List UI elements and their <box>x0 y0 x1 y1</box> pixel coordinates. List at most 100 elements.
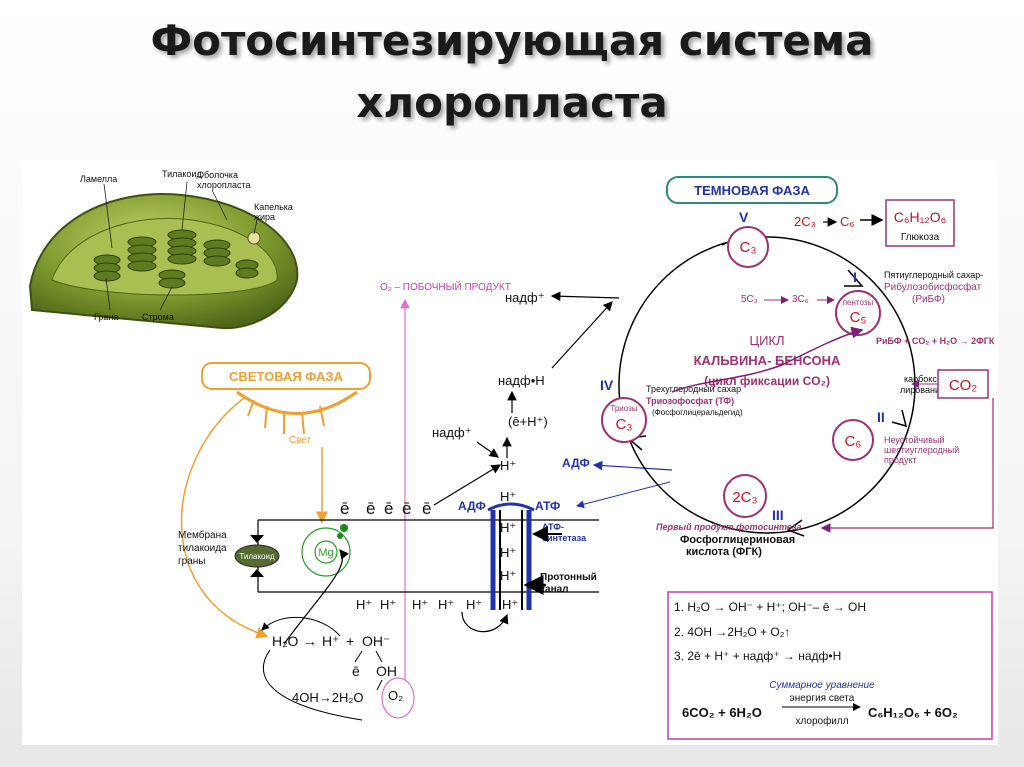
roman-iii: III <box>772 507 784 523</box>
three-c6: 3C₆ <box>792 294 809 305</box>
photosynthesis-diagram: Ламелла Тилакоид Оболочка хлоропласта Ка… <box>28 169 995 740</box>
proton-channel-1: Протонный <box>540 572 597 583</box>
water-hplus: H⁺ <box>322 633 340 649</box>
cycle-label-1: ЦИКЛ <box>749 333 784 348</box>
node-c3-left-label: C₃ <box>616 416 633 433</box>
node-c6 <box>832 419 874 461</box>
roman-v: V <box>739 209 749 225</box>
hplus-channel-2: H⁺ <box>500 545 516 560</box>
pgk-text-1: Первый продукт фотосинтеза <box>656 522 802 532</box>
roman-ii: II <box>877 409 885 425</box>
ribf-text-3: (РиБФ) <box>912 294 945 305</box>
thylakoid-membrane: Мембрана тилакоида граны Тилакоид Mg <box>178 519 599 593</box>
atp-synthase-2: синтетаза <box>542 533 587 543</box>
atp-synthase-1: АТФ- <box>542 522 564 532</box>
tf-text-3: (Фосфоглицеральдегид) <box>652 408 743 417</box>
chlorophyll-outer <box>301 527 351 577</box>
chlorophyll-label: хлорофилл <box>795 715 848 727</box>
chloroplast-illustration: Ламелла Тилакоид Оболочка хлоропласта Ка… <box>28 169 299 330</box>
light-label: Свет <box>289 435 312 446</box>
glucose-label: Глюкоза <box>901 232 940 243</box>
roman-iv: IV <box>600 377 614 393</box>
light-phase: СВЕТОВАЯ ФАЗА Свет <box>180 362 371 639</box>
electron-proton-pair: (ē+H⁺) <box>508 414 548 429</box>
twoc3-to-c6: 2C₃ <box>794 214 816 229</box>
electron-5: ē <box>422 499 431 518</box>
label-lamella: Ламелла <box>80 174 117 184</box>
hplus-top-channel: H⁺ <box>500 489 516 504</box>
o2-byproduct: O₂ – ПОБОЧНЫЙ ПРОДУКТ <box>380 280 511 680</box>
node-c6-label: C₆ <box>845 433 862 450</box>
atp-synthase: H⁺ H⁺ H⁺ H⁺ АДФ АТФ АТФ- синтетаза Прото… <box>458 489 597 610</box>
node-c3-top <box>727 226 769 268</box>
tf-text-1: Трехуглеродный сахар <box>646 384 741 394</box>
hplus-channel-3: H⁺ <box>500 568 516 583</box>
hplus-row-1: H⁺ <box>356 597 372 612</box>
node-c3-top-label: C₃ <box>740 239 757 256</box>
node-2c3 <box>723 474 767 518</box>
hplus-row-3: H⁺ <box>412 597 428 612</box>
electron-1: ē <box>340 499 349 518</box>
h2o-label: H₂O <box>272 633 299 649</box>
label-envelope-2: хлоропласта <box>197 180 251 190</box>
electron-3: ē <box>384 499 393 518</box>
equations-box: 1. H₂O → OH⁻ + H⁺; OH⁻– ē → OH 2. 4OH →2… <box>667 591 993 740</box>
water-electron: ē <box>352 663 360 679</box>
summary-left: 6CO₂ + 6H₂O <box>682 705 762 720</box>
hplus-row: H⁺ H⁺ H⁺ H⁺ H⁺ H⁺ <box>356 597 518 612</box>
hplus-row-4: H⁺ <box>438 597 454 612</box>
title-line-1: Фотосинтезирующая система <box>150 16 874 65</box>
membrane-label-2: тилакоида <box>178 543 227 554</box>
ribf-text-1: Пятиуглеродный сахар- <box>884 270 983 280</box>
equation-2: 2. 4OH →2H₂O + O₂↑ <box>674 625 790 639</box>
label-envelope-1: Оболочка <box>197 170 238 180</box>
hplus-row-2: H⁺ <box>380 597 396 612</box>
slide-title: Фотосинтезирующая система хлоропласта <box>0 10 1024 134</box>
dark-phase: ТЕМНОВАЯ ФАЗА V C₃ 2C₃ C₆ C₆H₁₂O₆ Глюкоз… <box>600 176 995 558</box>
sun-icon <box>236 390 358 415</box>
nadp-plus-top: надф⁺ <box>505 290 545 305</box>
hplus-channel-1: H⁺ <box>500 520 516 535</box>
adf-label-left: АДФ <box>562 456 590 470</box>
water-oh-minus: OH⁻ <box>362 633 390 649</box>
hplus-mid: H⁺ <box>500 458 516 473</box>
electrons-row: ē ē ē ē ē <box>340 499 431 518</box>
title-line-2: хлоропласта <box>356 78 668 127</box>
water-oh: OH <box>376 663 397 679</box>
carboxylation-1: карбокси- <box>904 374 945 384</box>
hplus-row-5: H⁺ <box>466 597 482 612</box>
mg-label: Mg <box>318 547 333 559</box>
adf-at-synthase: АДФ <box>458 499 486 513</box>
pgk-text-3: кислота (ФГК) <box>686 546 762 558</box>
co2-label: CO₂ <box>949 377 978 394</box>
ribf-equation: РиБФ + CO₂ + H₂O → 2ФГК <box>876 336 995 346</box>
pgk-text-2: Фосфоглицериновая <box>680 534 795 546</box>
glucose-box <box>885 199 955 247</box>
c6-text-3: продукт <box>884 455 917 465</box>
node-c3-left <box>601 397 647 443</box>
summary-label: Суммарное уравнение <box>769 680 875 691</box>
electron-2: ē <box>366 499 375 518</box>
water-4oh-eq: 4OH→2H₂O <box>292 690 364 705</box>
glucose-formula: C₆H₁₂O₆ <box>894 209 947 225</box>
node-2c3-label: 2C₃ <box>732 489 757 506</box>
label-droplet-2: жира <box>254 212 275 222</box>
thylakoid-oval-label: Тилакоид <box>239 552 275 561</box>
proton-channel-2: канал <box>540 584 569 595</box>
nadp-plus-mid: надф⁺ <box>432 425 472 440</box>
dark-phase-box <box>666 176 838 204</box>
water-o2: O₂ <box>388 688 403 703</box>
node-c5-label: C₅ <box>850 309 867 326</box>
label-stroma: Строма <box>142 312 174 322</box>
equation-1: 1. H₂O → OH⁻ + H⁺; OH⁻– ē → OH <box>674 600 866 614</box>
diagram-panel: Ламелла Тилакоид Оболочка хлоропласта Ка… <box>22 160 998 745</box>
thylakoid-oval <box>234 544 280 568</box>
label-thylakoid: Тилакоид <box>162 169 202 179</box>
trioses-label: Триозы <box>610 404 637 413</box>
equation-3: 3. 2ē + H⁺ + надф⁺ → надф•Н <box>674 649 841 663</box>
carboxylation-2: лирование <box>900 385 945 395</box>
o2-circle <box>381 677 415 719</box>
dark-phase-label: ТЕМНОВАЯ ФАЗА <box>694 183 810 198</box>
membrane-label-3: граны <box>178 556 205 567</box>
